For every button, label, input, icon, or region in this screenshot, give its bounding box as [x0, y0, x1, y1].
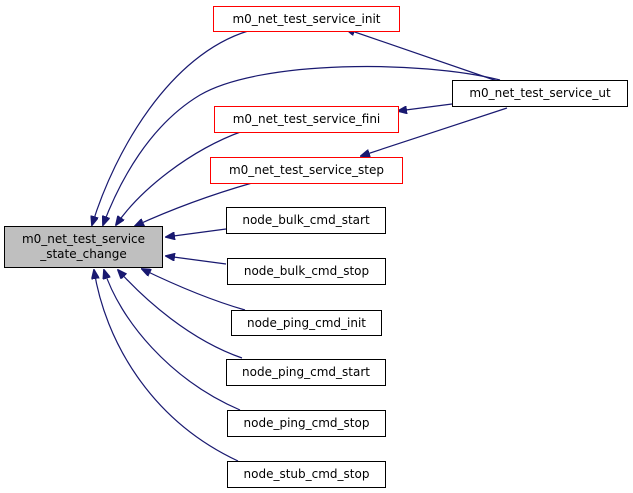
- node-label: m0_net_test_service_ut: [469, 86, 611, 100]
- node-step[interactable]: m0_net_test_service_step: [210, 157, 403, 184]
- node-label: node_ping_cmd_start: [242, 365, 370, 379]
- edge-stubstop-to-focus: [94, 270, 239, 462]
- node-label: m0_net_test_service_init: [232, 11, 381, 26]
- node-label: node_ping_cmd_stop: [243, 416, 370, 430]
- node-label: node_ping_cmd_init: [246, 315, 366, 330]
- edge-fini-to-focus: [116, 130, 244, 225]
- focus-node: m0_net_test_service _state_change: [4, 226, 163, 268]
- edge-bulkstop-to-focus: [166, 256, 227, 265]
- edge-bulkstart-to-focus: [166, 228, 227, 237]
- node-label: node_stub_cmd_stop: [243, 467, 370, 481]
- node-bulk-start[interactable]: node_bulk_cmd_start: [226, 207, 386, 234]
- edge-ut-to-step: [361, 107, 508, 156]
- node-ping-init[interactable]: node_ping_cmd_init: [231, 310, 382, 336]
- edge-ut-to-focus: [103, 65, 501, 225]
- edge-pinginit-to-focus: [142, 269, 246, 311]
- node-label: m0_net_test_service_fini: [232, 112, 381, 126]
- node-stub-stop[interactable]: node_stub_cmd_stop: [227, 461, 386, 488]
- edge-pingstart-to-focus: [118, 270, 243, 359]
- node-label: node_bulk_cmd_start: [242, 213, 370, 227]
- edge-ut-to-init: [346, 29, 501, 83]
- focus-label-line2: _state_change: [40, 247, 127, 261]
- node-init[interactable]: m0_net_test_service_init: [213, 6, 400, 32]
- node-bulk-stop[interactable]: node_bulk_cmd_stop: [227, 258, 386, 285]
- node-fini[interactable]: m0_net_test_service_fini: [214, 106, 399, 133]
- edge-ut-to-fini: [398, 103, 453, 111]
- node-ping-stop[interactable]: node_ping_cmd_stop: [227, 410, 386, 437]
- edge-pingstop-to-focus: [104, 270, 241, 411]
- edge-init-to-focus: [92, 30, 249, 225]
- node-ping-start[interactable]: node_ping_cmd_start: [226, 359, 386, 386]
- edge-step-to-focus: [135, 182, 253, 226]
- node-ut[interactable]: m0_net_test_service_ut: [452, 80, 628, 107]
- node-label: node_bulk_cmd_stop: [243, 264, 370, 278]
- node-label: m0_net_test_service_step: [228, 163, 384, 177]
- focus-label-line1: m0_net_test_service: [21, 232, 146, 246]
